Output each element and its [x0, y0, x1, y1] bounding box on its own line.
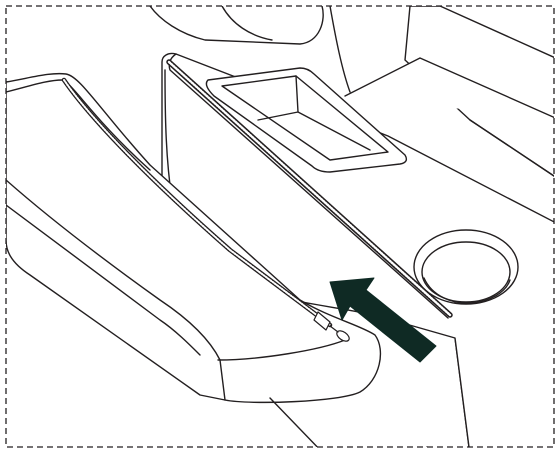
seat-back-cushion [149, 6, 324, 45]
seat-back-fold [221, 6, 273, 41]
armrest-cover [6, 72, 382, 404]
floor-line-left [269, 397, 319, 447]
right-seat-side-line [469, 119, 554, 177]
right-seat-top-line [344, 57, 554, 120]
storage-compartment-side [295, 75, 299, 113]
figure-frame [5, 5, 555, 448]
storage-compartment-inner [221, 75, 389, 161]
zipper-icon [313, 311, 350, 342]
armrest-front-curve [217, 339, 346, 361]
cup-holder-icon [413, 229, 519, 305]
armrest-lower-edge [6, 204, 201, 356]
arrow-up-left-icon [329, 277, 437, 363]
armrest-edge-line [6, 179, 226, 401]
console-zipper-teeth [167, 60, 452, 317]
seat-back-right [329, 6, 351, 93]
armrest-zipper-teeth [63, 79, 331, 326]
